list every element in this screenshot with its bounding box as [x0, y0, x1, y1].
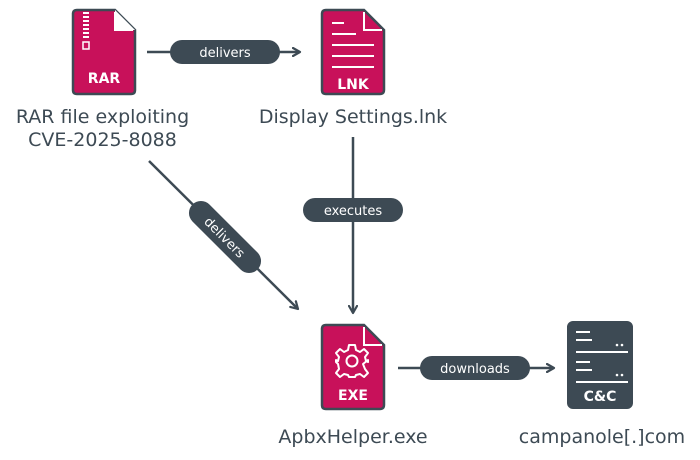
executable-gear-icon: EXE: [320, 323, 386, 411]
edge-label: executes: [324, 204, 383, 219]
rar-node-label: RAR file exploiting CVE-2025-8088: [0, 106, 205, 152]
edge-label: downloads: [440, 362, 510, 377]
edge-rar-to-lnk: delivers: [147, 40, 300, 64]
edge-lnk-to-exe: executes: [303, 137, 403, 313]
zipper-icon: [82, 12, 90, 50]
edge-label-pill: [303, 198, 403, 222]
rar-label-line2: CVE-2025-8088: [28, 129, 177, 151]
shortcut-file-icon: LNK: [320, 8, 386, 96]
lnk-node-label: Display Settings.lnk: [258, 106, 448, 128]
edge-exe-to-cnc: downloads: [398, 356, 554, 380]
edge-label-pill: [170, 40, 280, 64]
edge-label-pill: [420, 356, 530, 380]
rar-archive-icon: RAR: [71, 8, 137, 96]
edge-label: delivers: [199, 46, 251, 61]
rar-badge: RAR: [88, 71, 121, 87]
lnk-badge: LNK: [337, 77, 370, 93]
cnc-node-label: campanole[.]com: [518, 426, 686, 448]
server-icon: C&C: [567, 321, 633, 409]
cnc-badge: C&C: [584, 389, 617, 405]
exe-node-label: ApbxHelper.exe: [278, 426, 428, 448]
edge-rar-to-exe: delivers: [148, 160, 298, 309]
exe-badge: EXE: [338, 388, 368, 404]
gear-icon: [335, 344, 369, 378]
rar-label-line1: RAR file exploiting: [15, 106, 190, 128]
edge-label-pill: [188, 200, 262, 274]
